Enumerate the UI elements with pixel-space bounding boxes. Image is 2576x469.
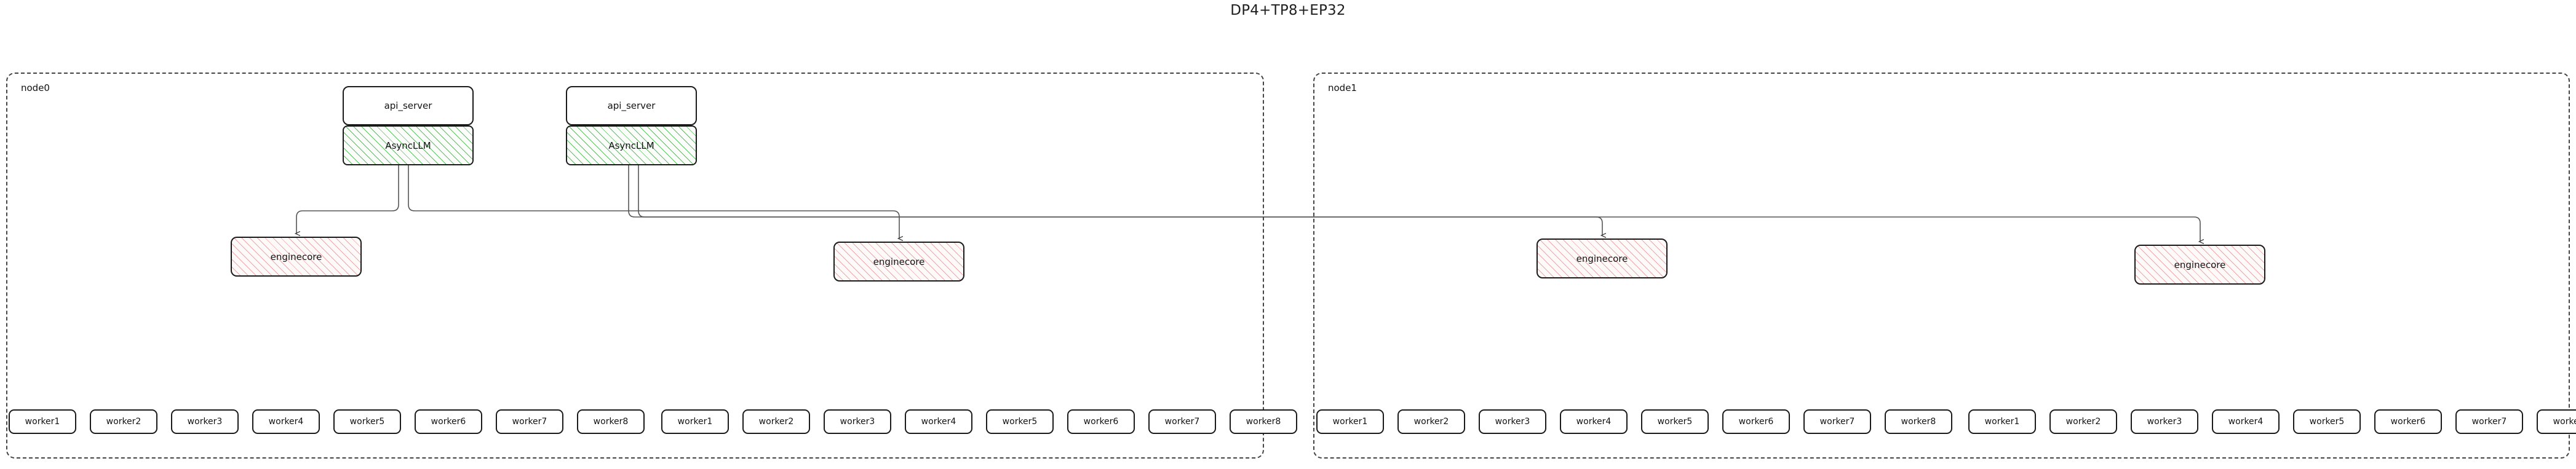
worker-node1-g1-worker6-label: worker6 — [2390, 417, 2426, 427]
enginecore-node1-0[interactable]: enginecore — [1536, 238, 1668, 278]
worker-node0-g0-worker7-label: worker7 — [512, 417, 547, 427]
enginecore-node0-0[interactable]: enginecore — [231, 237, 362, 277]
worker-node1-g0-worker3[interactable]: worker3 — [1479, 409, 1546, 434]
node-container-node1: node1 — [1313, 73, 2570, 459]
worker-node1-g0-worker4[interactable]: worker4 — [1560, 409, 1628, 434]
worker-node0-g0-worker7[interactable]: worker7 — [496, 409, 563, 434]
worker-node1-g1-worker1[interactable]: worker1 — [1968, 409, 2036, 434]
worker-node1-g1-worker8[interactable]: worker8 — [2537, 409, 2576, 434]
worker-node1-g1-worker6[interactable]: worker6 — [2374, 409, 2442, 434]
node-label-node0: node0 — [21, 82, 50, 93]
asyncllm-node0-0[interactable]: AsyncLLM — [343, 125, 474, 165]
asyncllm-node0-0-label: AsyncLLM — [385, 140, 431, 151]
worker-node1-g0-worker4-label: worker4 — [1576, 417, 1612, 427]
asyncllm-node0-1-label: AsyncLLM — [608, 140, 654, 151]
worker-node1-g1-worker5[interactable]: worker5 — [2293, 409, 2361, 434]
worker-node1-g1-worker2[interactable]: worker2 — [2049, 409, 2117, 434]
node-label-node1: node1 — [1328, 82, 1357, 93]
worker-node1-g0-worker7-label: worker7 — [1819, 417, 1855, 427]
worker-node1-g1-worker5-label: worker5 — [2309, 417, 2345, 427]
enginecore-node0-0-label: enginecore — [270, 251, 322, 262]
worker-node0-g1-worker5[interactable]: worker5 — [986, 409, 1054, 434]
enginecore-node1-1[interactable]: enginecore — [2134, 245, 2265, 285]
enginecore-node1-0-label: enginecore — [1576, 253, 1628, 264]
worker-node0-g1-worker4-label: worker4 — [921, 417, 956, 427]
worker-node1-g0-worker1[interactable]: worker1 — [1316, 409, 1384, 434]
worker-node0-g1-worker2-label: worker2 — [758, 417, 794, 427]
worker-node1-g1-worker7-label: worker7 — [2471, 417, 2507, 427]
worker-node0-g1-worker2[interactable]: worker2 — [742, 409, 810, 434]
worker-node0-g0-worker6-label: worker6 — [431, 417, 466, 427]
worker-node0-g0-worker5-label: worker5 — [349, 417, 385, 427]
enginecore-node0-1-label: enginecore — [873, 256, 925, 267]
worker-node0-g0-worker5[interactable]: worker5 — [333, 409, 401, 434]
worker-node1-g0-worker7[interactable]: worker7 — [1803, 409, 1871, 434]
enginecore-node0-1[interactable]: enginecore — [833, 242, 964, 282]
worker-node0-g0-worker2-label: worker2 — [106, 417, 141, 427]
worker-node0-g0-worker2[interactable]: worker2 — [90, 409, 157, 434]
worker-node0-g1-worker1[interactable]: worker1 — [661, 409, 729, 434]
worker-node0-g1-worker5-label: worker5 — [1002, 417, 1038, 427]
worker-node1-g0-worker2[interactable]: worker2 — [1397, 409, 1465, 434]
worker-node0-g1-worker8-label: worker8 — [1246, 417, 1281, 427]
worker-node1-g0-worker8-label: worker8 — [1901, 417, 1936, 427]
worker-node0-g1-worker7[interactable]: worker7 — [1148, 409, 1216, 434]
worker-node1-g0-worker5[interactable]: worker5 — [1641, 409, 1709, 434]
worker-node0-g1-worker4[interactable]: worker4 — [905, 409, 972, 434]
worker-node1-g1-worker1-label: worker1 — [1984, 417, 2020, 427]
worker-node1-g0-worker6-label: worker6 — [1738, 417, 1774, 427]
worker-node1-g0-worker8[interactable]: worker8 — [1885, 409, 1952, 434]
api-server-node0-1-label: api_server — [607, 100, 656, 111]
worker-node0-g0-worker4-label: worker4 — [268, 417, 304, 427]
api-server-node0-1[interactable]: api_server — [566, 86, 697, 125]
worker-node1-g0-worker1-label: worker1 — [1332, 417, 1368, 427]
api-server-node0-0-label: api_server — [384, 100, 432, 111]
asyncllm-node0-1[interactable]: AsyncLLM — [566, 125, 697, 165]
worker-node0-g0-worker3[interactable]: worker3 — [171, 409, 239, 434]
worker-node0-g1-worker6-label: worker6 — [1083, 417, 1119, 427]
worker-node1-g0-worker3-label: worker3 — [1495, 417, 1530, 427]
worker-node1-g1-worker7[interactable]: worker7 — [2455, 409, 2523, 434]
page-title: DP4+TP8+EP32 — [1230, 2, 1346, 18]
worker-node0-g1-worker6[interactable]: worker6 — [1067, 409, 1135, 434]
worker-node0-g0-worker4[interactable]: worker4 — [252, 409, 320, 434]
worker-node0-g1-worker3[interactable]: worker3 — [824, 409, 891, 434]
worker-node0-g0-worker8-label: worker8 — [593, 417, 629, 427]
worker-node0-g0-worker1-label: worker1 — [25, 417, 60, 427]
worker-node0-g1-worker7-label: worker7 — [1164, 417, 1200, 427]
worker-node1-g1-worker8-label: worker8 — [2553, 417, 2576, 427]
worker-node1-g1-worker2-label: worker2 — [2065, 417, 2101, 427]
worker-node1-g1-worker4[interactable]: worker4 — [2212, 409, 2280, 434]
worker-node1-g1-worker3-label: worker3 — [2147, 417, 2182, 427]
worker-node1-g0-worker2-label: worker2 — [1413, 417, 1449, 427]
enginecore-node1-1-label: enginecore — [2174, 259, 2226, 270]
worker-node0-g1-worker3-label: worker3 — [840, 417, 875, 427]
worker-node0-g0-worker8[interactable]: worker8 — [577, 409, 645, 434]
worker-node1-g0-worker6[interactable]: worker6 — [1722, 409, 1790, 434]
worker-node1-g1-worker4-label: worker4 — [2228, 417, 2264, 427]
worker-node0-g0-worker6[interactable]: worker6 — [415, 409, 482, 434]
worker-node1-g1-worker3[interactable]: worker3 — [2131, 409, 2198, 434]
api-server-node0-0[interactable]: api_server — [343, 86, 474, 125]
worker-node0-g1-worker8[interactable]: worker8 — [1230, 409, 1297, 434]
node-container-node0: node0 — [6, 73, 1264, 459]
worker-node0-g0-worker1[interactable]: worker1 — [9, 409, 76, 434]
worker-node0-g0-worker3-label: worker3 — [187, 417, 223, 427]
worker-node0-g1-worker1-label: worker1 — [677, 417, 713, 427]
worker-node1-g0-worker5-label: worker5 — [1657, 417, 1693, 427]
